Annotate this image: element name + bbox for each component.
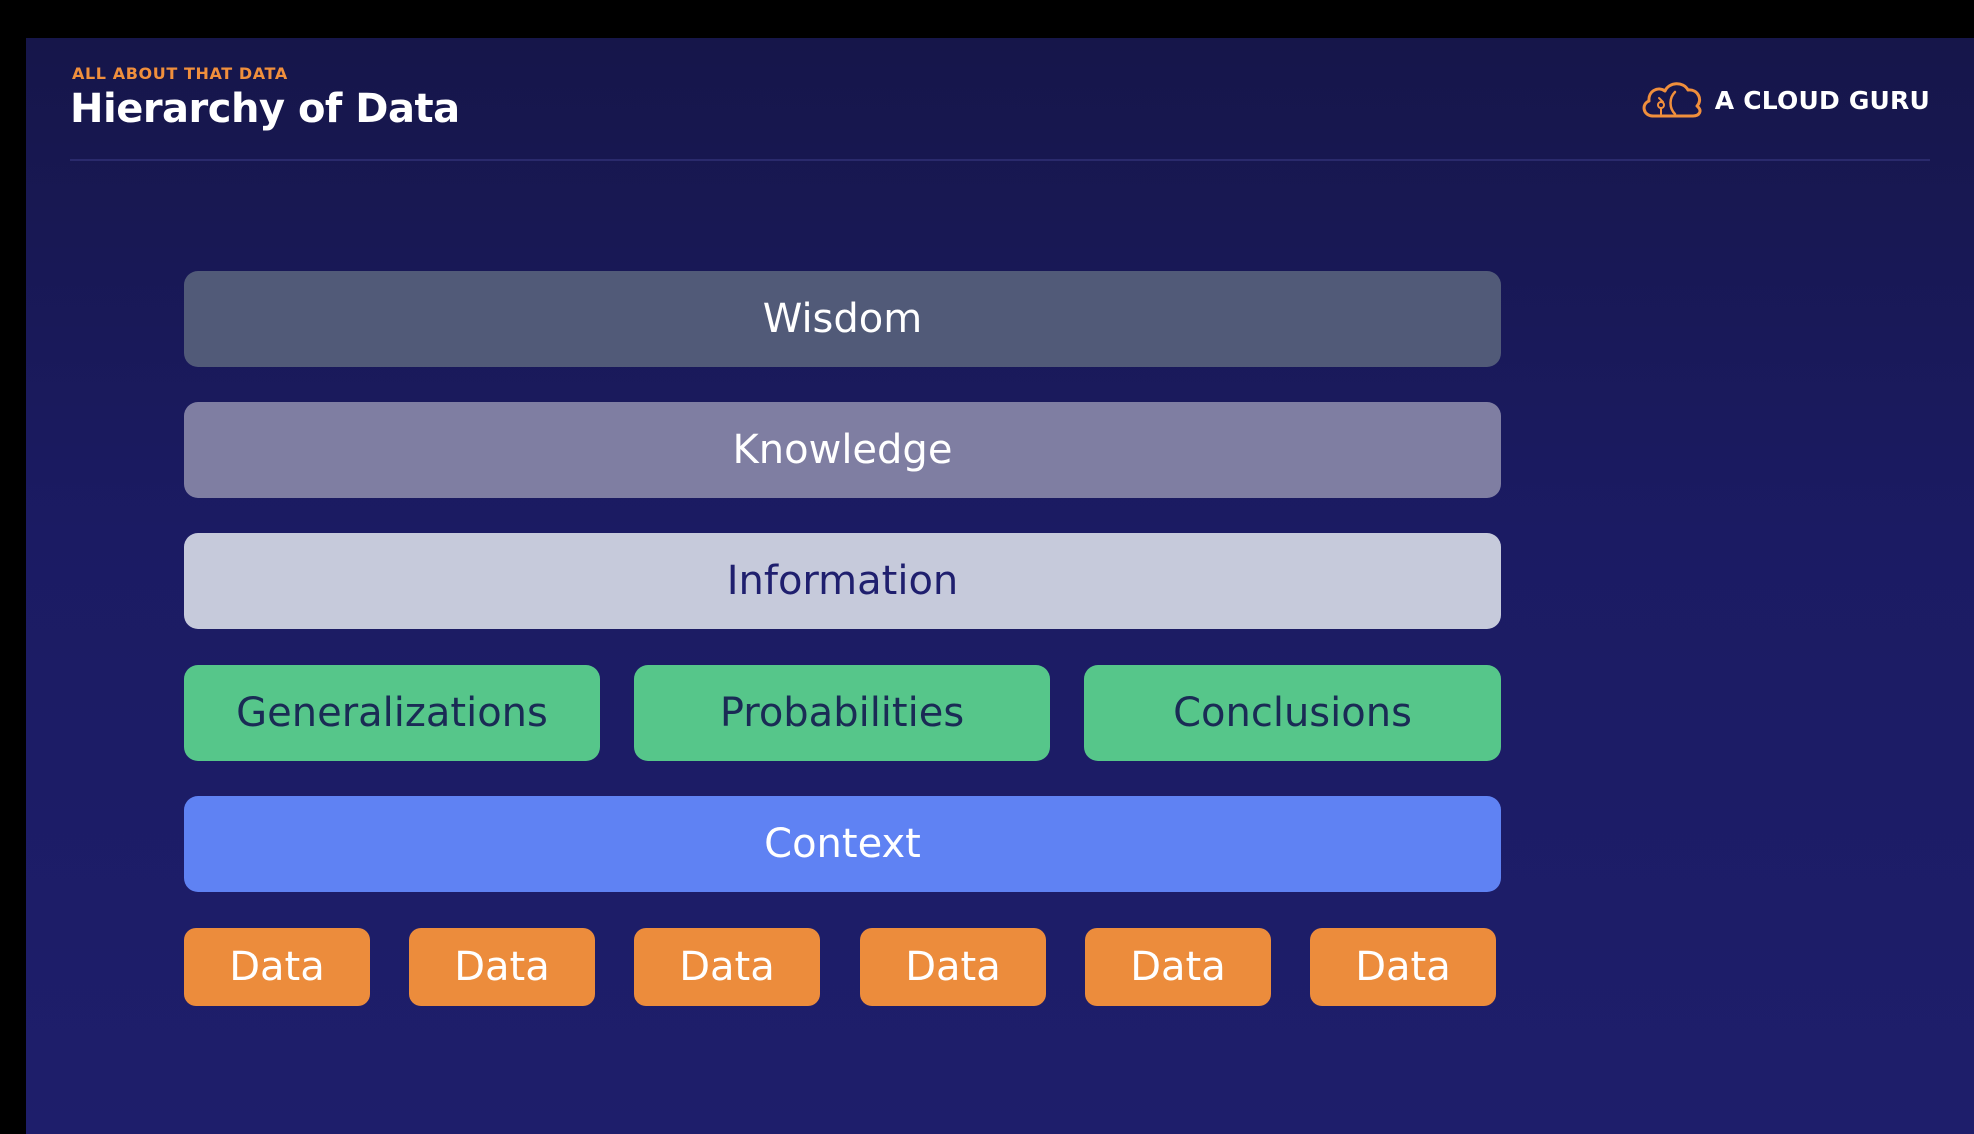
level-probabilities: Probabilities	[634, 665, 1050, 761]
data-block: Data	[184, 928, 370, 1006]
data-block: Data	[1310, 928, 1496, 1006]
level-wisdom: Wisdom	[184, 271, 1501, 367]
brand: A CLOUD GURU	[1639, 78, 1930, 122]
section-kicker: ALL ABOUT THAT DATA	[72, 64, 288, 83]
level-information: Information	[184, 533, 1501, 629]
level-knowledge: Knowledge	[184, 402, 1501, 498]
brand-name: A CLOUD GURU	[1714, 85, 1930, 115]
data-block: Data	[634, 928, 820, 1006]
cloud-logo-icon	[1642, 82, 1702, 118]
level-generalizations: Generalizations	[184, 665, 600, 761]
data-block: Data	[860, 928, 1046, 1006]
slide: ALL ABOUT THAT DATA Hierarchy of Data A …	[26, 38, 1974, 1134]
data-block: Data	[409, 928, 595, 1006]
header-divider	[70, 159, 1930, 161]
level-conclusions: Conclusions	[1084, 665, 1501, 761]
level-context: Context	[184, 796, 1501, 892]
slide-title: Hierarchy of Data	[70, 86, 460, 132]
data-block: Data	[1085, 928, 1271, 1006]
